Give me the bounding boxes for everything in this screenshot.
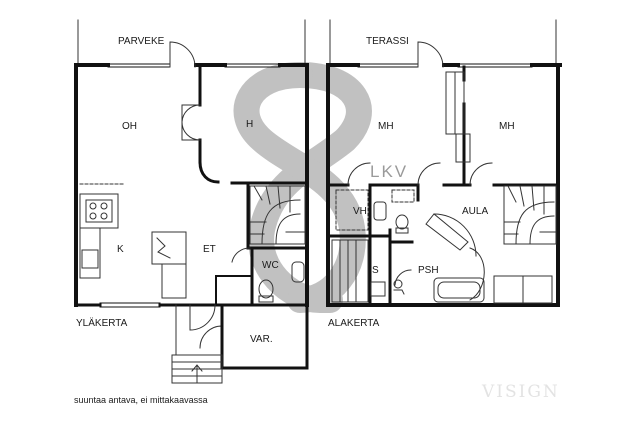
room-label-bedroom-1: MH <box>378 121 394 132</box>
lower-floor <box>326 19 562 307</box>
floor-label-upper: YLÄKERTA <box>76 317 128 329</box>
room-label-kitchen: K <box>117 244 124 255</box>
room-label-bedroom-2: MH <box>499 121 515 132</box>
sauna-benches <box>331 239 386 303</box>
balcony <box>77 19 306 66</box>
washroom-fixtures <box>393 275 553 304</box>
room-label-wc: WC <box>262 260 279 271</box>
room-label-bedroom: H <box>246 119 253 130</box>
lower-room-labels: TERASSI MH MH AULA VH S PSH <box>353 36 515 276</box>
lkv-logo-text: LKV <box>370 162 408 181</box>
upper-room-labels: PARVEKE OH H K ET WC VAR. <box>117 36 279 345</box>
room-label-wardrobe: VH <box>353 206 367 217</box>
terrace <box>329 19 557 66</box>
room-label-storage: VAR. <box>250 334 273 345</box>
entrance-steps <box>171 304 223 384</box>
upper-stairs <box>249 185 306 245</box>
wardrobe-fixtures <box>335 189 415 234</box>
room-label-balcony: PARVEKE <box>118 36 165 47</box>
room-label-washroom: PSH <box>418 265 439 276</box>
room-label-sauna: S <box>372 265 379 276</box>
kitchen-counters <box>79 183 187 299</box>
room-label-terrace: TERASSI <box>366 36 409 47</box>
room-label-lobby: AULA <box>462 206 488 217</box>
lower-stairs <box>503 185 557 245</box>
visign-watermark: VISIGN <box>482 382 560 402</box>
upper-floor <box>74 19 309 384</box>
room-label-hall: ET <box>203 244 216 255</box>
wc-fixtures <box>258 261 305 303</box>
lkv-logo-watermark <box>233 62 372 313</box>
room-label-living: OH <box>122 121 137 132</box>
upper-doors <box>169 41 251 349</box>
floor-label-lower: ALAKERTA <box>328 318 380 329</box>
lower-doors <box>347 41 493 301</box>
scale-disclaimer: suuntaa antava, ei mittakaavassa <box>74 395 208 405</box>
